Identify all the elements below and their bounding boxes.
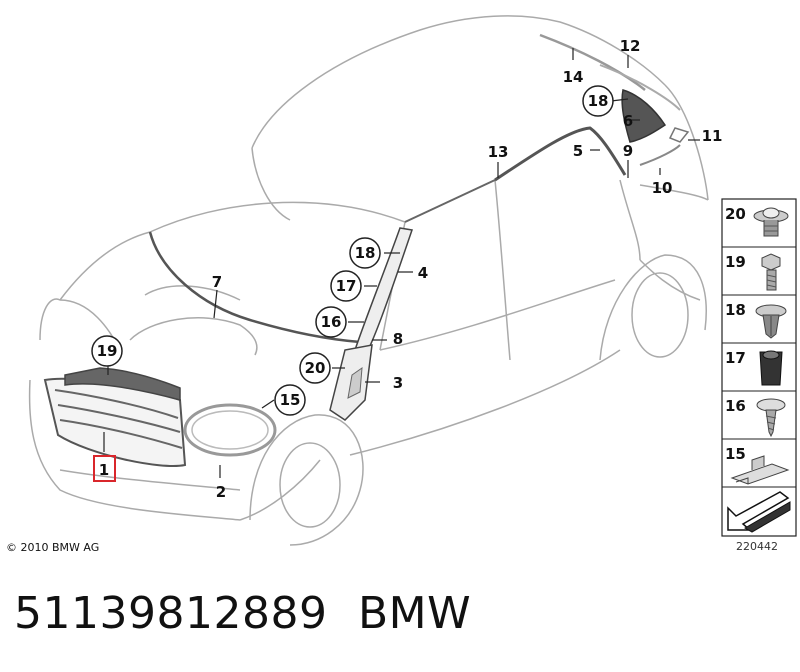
headlight-ring-part xyxy=(183,403,277,457)
legend-label: 20 xyxy=(725,205,746,223)
callout-7: 7 xyxy=(212,273,222,291)
legend-row-arrow xyxy=(727,491,791,533)
legend-row-20: 20 xyxy=(725,205,789,237)
callout-12: 12 xyxy=(620,37,641,55)
highlight-box xyxy=(93,455,116,482)
grommet-nut-icon xyxy=(753,207,789,237)
expanding-rivet-icon xyxy=(755,304,787,339)
legend-row-17: 17 xyxy=(725,349,783,386)
callout-14: 14 xyxy=(563,68,584,86)
legend-label: 18 xyxy=(725,301,746,319)
mirror-triangle-part xyxy=(329,344,373,421)
callout-label: 18 xyxy=(355,244,376,262)
callout-15: 15 xyxy=(274,384,306,416)
callout-5: 5 xyxy=(573,142,583,160)
copyright-notice: © 2010 BMW AG xyxy=(6,541,100,554)
callout-label: 15 xyxy=(280,391,301,409)
clamp-icon xyxy=(730,455,790,485)
legend-label: 15 xyxy=(725,445,746,463)
legend-row-15: 15 xyxy=(725,445,790,485)
legend-label: 16 xyxy=(725,397,746,415)
callout-label: 20 xyxy=(305,359,326,377)
part-number: 51139812889 xyxy=(14,588,328,639)
callout-2: 2 xyxy=(216,483,226,501)
callout-18-rear: 18 xyxy=(582,85,614,117)
direction-arrow-icon xyxy=(727,491,791,533)
legend-row-18: 18 xyxy=(725,301,787,339)
plastic-nut-icon xyxy=(759,350,783,386)
callout-label: 16 xyxy=(321,313,342,331)
callout-8: 8 xyxy=(393,330,403,348)
callout-4: 4 xyxy=(418,264,428,282)
car-outline xyxy=(28,15,709,546)
windshield-seal-part xyxy=(148,126,627,344)
legend-row-16: 16 xyxy=(725,397,786,438)
callout-1: 1 xyxy=(93,455,116,482)
callout-13: 13 xyxy=(488,143,509,161)
callout-10: 10 xyxy=(652,179,673,197)
callout-label: 1 xyxy=(99,461,109,479)
rear-window-trim-part xyxy=(539,33,690,166)
fastener-legend: 20 19 18 xyxy=(721,198,797,537)
callout-label: 18 xyxy=(588,92,609,110)
callout-17: 17 xyxy=(330,270,362,302)
screw-icon xyxy=(756,398,786,438)
callout-3: 3 xyxy=(393,374,403,392)
hex-bolt-icon xyxy=(761,253,781,291)
callout-16: 16 xyxy=(315,306,347,338)
callout-label: 17 xyxy=(336,277,357,295)
callout-label: 19 xyxy=(97,342,118,360)
legend-label: 17 xyxy=(725,349,746,367)
callout-18-pillar: 18 xyxy=(349,237,381,269)
callout-6: 6 xyxy=(623,112,633,130)
legend-label: 19 xyxy=(725,253,746,271)
leader-lines xyxy=(103,48,700,478)
callout-19: 19 xyxy=(91,335,123,367)
callout-11: 11 xyxy=(702,127,723,145)
diagram-number: 220442 xyxy=(736,540,778,553)
front-grille-part xyxy=(43,367,187,467)
callout-9: 9 xyxy=(623,142,633,160)
parts-diagram: 1 2 3 4 5 6 7 8 9 10 11 12 13 14 15 16 1… xyxy=(28,15,797,546)
brand-name: BMW xyxy=(358,588,472,639)
callout-20: 20 xyxy=(299,352,331,384)
legend-row-19: 19 xyxy=(725,253,781,291)
